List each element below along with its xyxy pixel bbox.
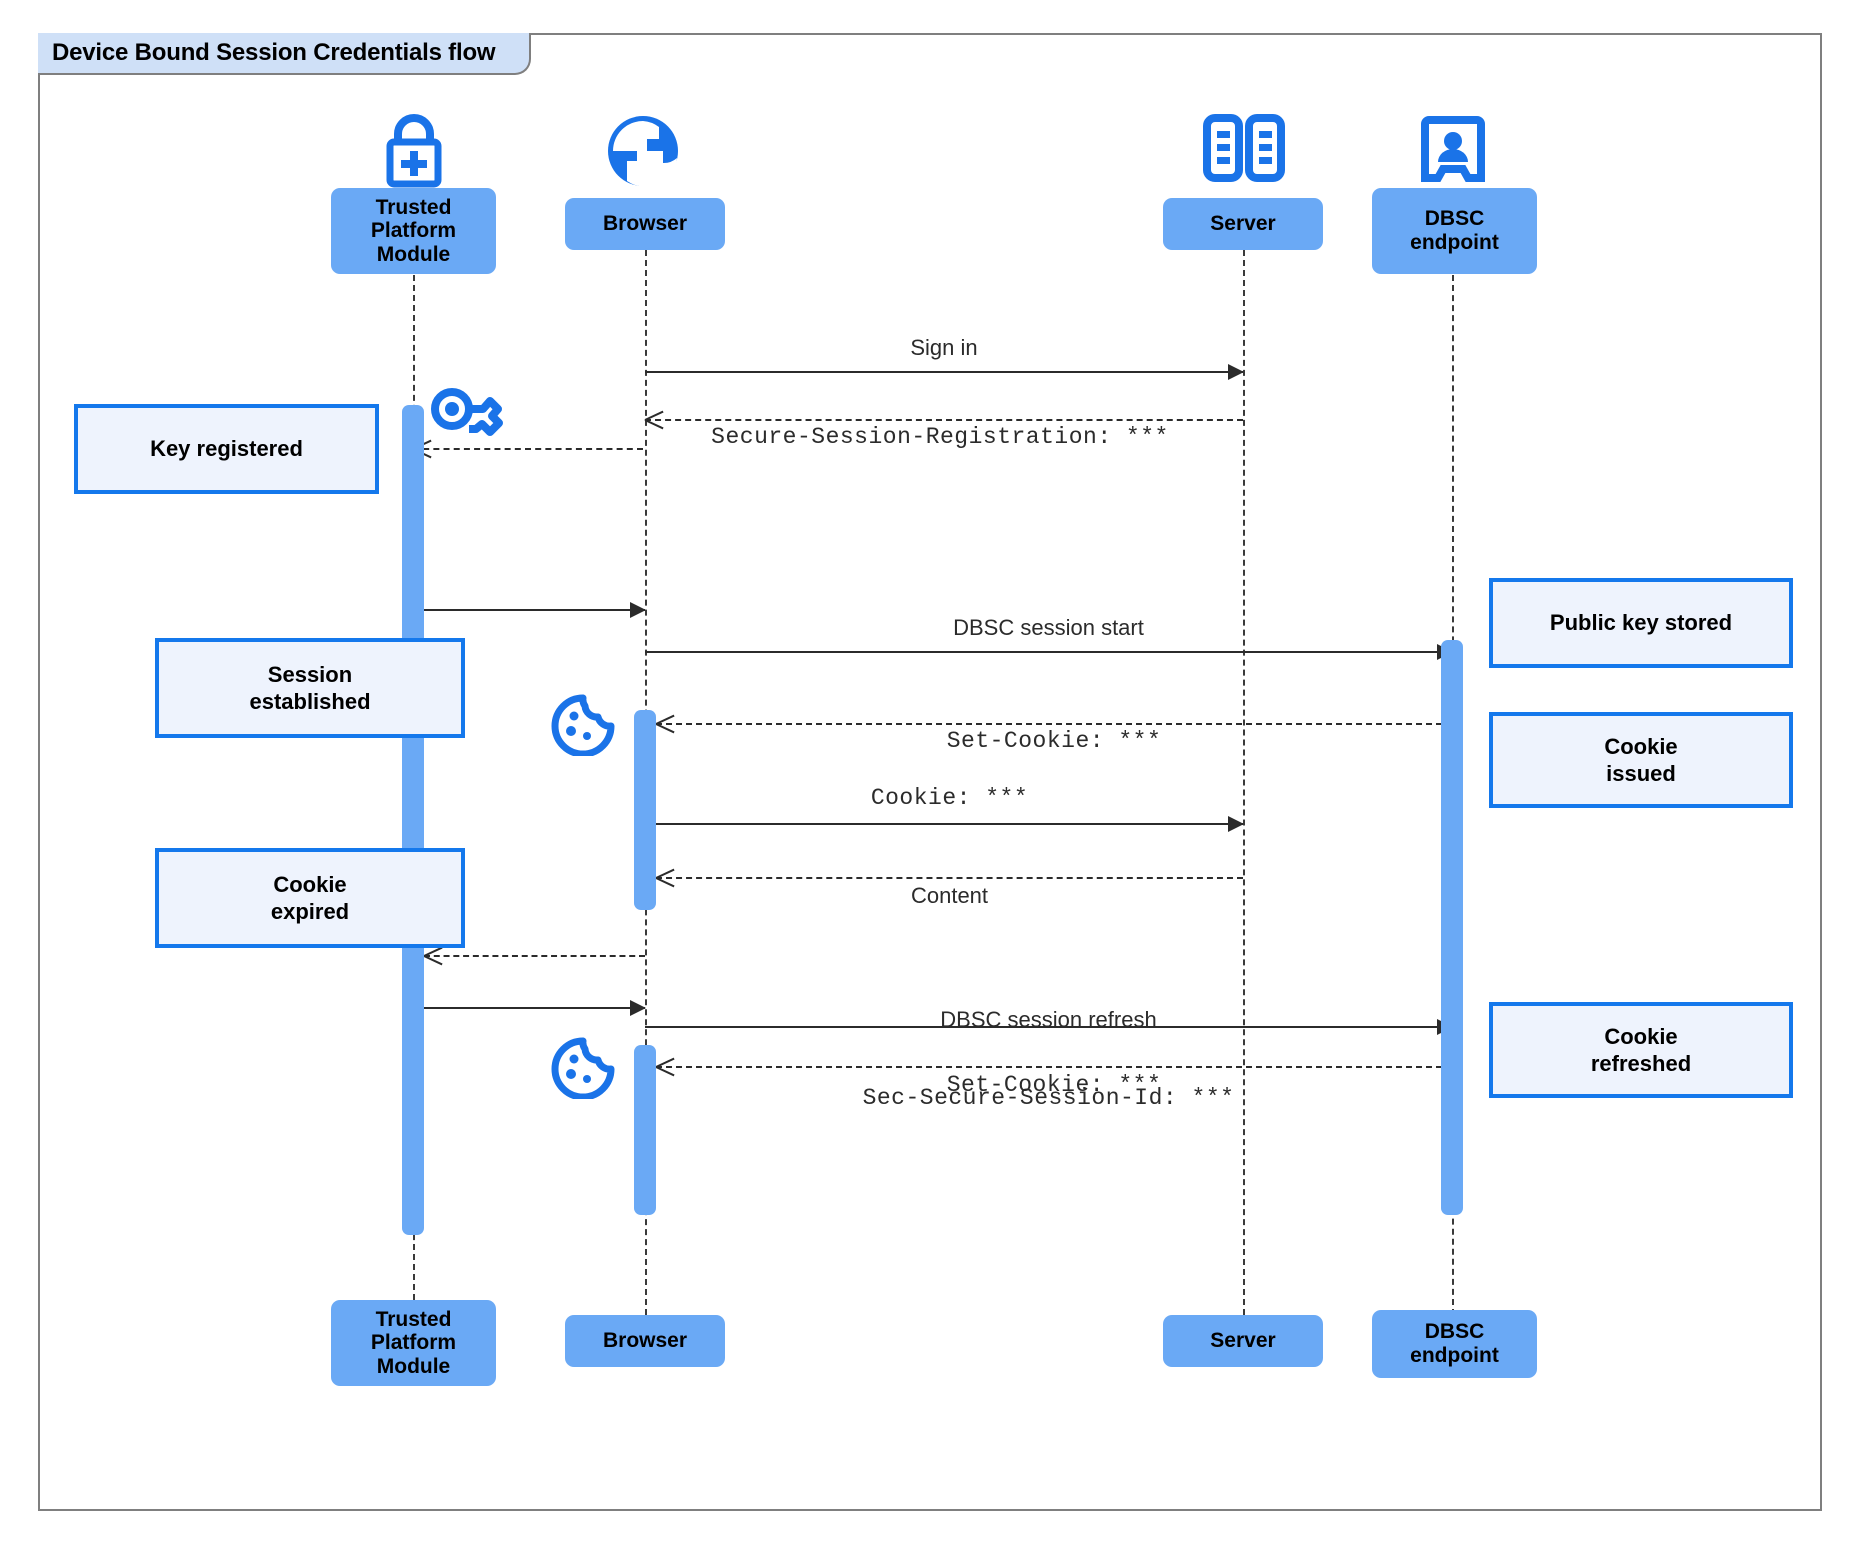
note-key-registered-text: Key registered — [150, 436, 303, 462]
message-line — [656, 877, 1243, 879]
message-label-set-cookie-2: Set-Cookie: *** — [946, 1072, 1162, 1098]
participant-dbsc-label: DBSC endpoint — [1410, 207, 1499, 254]
participant-footer-dbsc-label: DBSC endpoint — [1410, 1320, 1499, 1367]
note-cookie-refreshed-text: Cookie refreshed — [1590, 1023, 1692, 1077]
note-public-key-stored-text: Public key stored — [1549, 610, 1733, 636]
server-racks-icon — [1198, 112, 1290, 184]
participant-dbsc[interactable]: DBSC endpoint — [1372, 188, 1537, 274]
participant-tpm[interactable]: Trusted Platform Module — [331, 188, 496, 274]
message-label-sign-in: Sign in — [910, 335, 978, 360]
key-icon — [428, 382, 508, 438]
activation-browser-2 — [634, 1045, 656, 1215]
message-line — [645, 651, 1452, 653]
participant-tpm-label: Trusted Platform Module — [370, 195, 457, 266]
participant-browser[interactable]: Browser — [565, 198, 725, 250]
participant-footer-tpm[interactable]: Trusted Platform Module — [331, 1300, 496, 1386]
message-line — [645, 1026, 1452, 1028]
lifeline-server — [1243, 250, 1245, 1315]
activation-tpm — [402, 405, 424, 1235]
message-line — [424, 1007, 645, 1009]
message-label-secure-session-registration: Secure-Session-Registration: *** — [711, 424, 1169, 450]
arrowhead-left-icon — [424, 947, 442, 963]
participant-footer-dbsc[interactable]: DBSC endpoint — [1372, 1310, 1537, 1378]
participant-footer-tpm-label: Trusted Platform Module — [370, 1307, 457, 1378]
note-public-key-stored: Public key stored — [1489, 578, 1793, 668]
message-label-line2: Sec-Secure-Session-Id: *** — [862, 1085, 1235, 1111]
participant-footer-server-label: Server — [1210, 1329, 1276, 1353]
note-cookie-issued-text: Cookie issued — [1604, 733, 1678, 787]
message-label-cookie: Cookie: *** — [870, 785, 1029, 811]
participant-footer-browser-label: Browser — [602, 1329, 688, 1353]
message-label-set-cookie-1: Set-Cookie: *** — [946, 728, 1162, 754]
note-session-established: Session established — [155, 638, 465, 738]
message-line — [656, 1066, 1452, 1068]
note-cookie-issued: Cookie issued — [1489, 712, 1793, 808]
arrowhead-right-icon — [630, 602, 646, 618]
participant-browser-label: Browser — [602, 212, 688, 236]
message-label-line1: DBSC session refresh — [940, 1007, 1157, 1032]
participant-footer-server[interactable]: Server — [1163, 1315, 1323, 1367]
cookie-icon — [549, 692, 617, 758]
message-line — [424, 955, 645, 957]
note-cookie-expired-text: Cookie expired — [270, 871, 350, 925]
message-label-dbsc-session-refresh: DBSC session refresh Sec-Secure-Session-… — [645, 955, 1452, 1163]
id-badge-icon — [1420, 112, 1486, 188]
message-label-content: Content — [910, 883, 989, 908]
globe-icon — [600, 113, 686, 189]
message-line — [424, 609, 645, 611]
message-line — [656, 723, 1452, 725]
lock-plus-icon — [368, 110, 460, 188]
diagram-title: Device Bound Session Credentials flow — [52, 39, 496, 66]
participant-footer-browser[interactable]: Browser — [565, 1315, 725, 1367]
activation-browser-1 — [634, 710, 656, 910]
diagram-frame — [38, 33, 1822, 1511]
participant-server[interactable]: Server — [1163, 198, 1323, 250]
message-line — [413, 448, 643, 450]
arrowhead-right-icon — [1228, 364, 1244, 380]
note-key-registered: Key registered — [74, 404, 379, 494]
arrowhead-right-icon — [1228, 816, 1244, 832]
message-line — [645, 419, 1243, 421]
message-line — [645, 371, 1243, 373]
note-cookie-refreshed: Cookie refreshed — [1489, 1002, 1793, 1098]
message-line — [656, 823, 1243, 825]
activation-dbsc — [1441, 640, 1463, 1215]
arrowhead-right-icon — [630, 1000, 646, 1016]
cookie-icon — [549, 1035, 617, 1101]
diagram-frame-tab: Device Bound Session Credentials flow — [38, 33, 532, 75]
note-cookie-expired: Cookie expired — [155, 848, 465, 948]
message-label-dbsc-session-start: DBSC session start — [953, 615, 1144, 640]
participant-server-label: Server — [1210, 212, 1276, 236]
note-session-established-text: Session established — [249, 661, 371, 715]
